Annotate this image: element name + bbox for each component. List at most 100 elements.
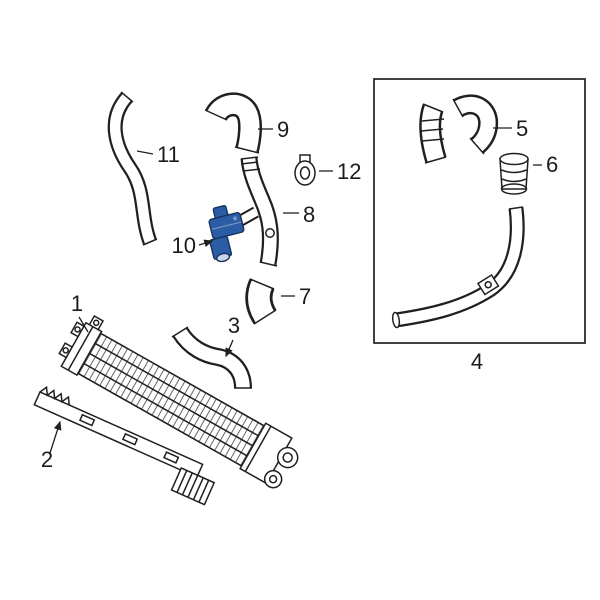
hose-end-cap [204, 109, 228, 121]
hose-end-cap [422, 103, 444, 113]
outlet-hole [282, 452, 293, 463]
sensor-detail-line [211, 221, 242, 230]
guide-slot [78, 413, 96, 427]
part-5-hose [452, 94, 499, 155]
tube-end-cap [508, 206, 524, 210]
part-10-sensor [208, 205, 245, 263]
leader-line [225, 339, 234, 358]
callout-label: 1 [71, 291, 83, 316]
callout-3: 3 [225, 313, 240, 358]
right-tank-line [244, 425, 272, 472]
callout-11: 11 [136, 142, 180, 167]
bracket-fin [181, 472, 193, 496]
callout-label: 11 [157, 142, 180, 167]
callout-label: 10 [172, 233, 196, 258]
callout-label: 6 [546, 152, 558, 177]
sensor-opening [215, 252, 231, 263]
hose-ridge [421, 118, 445, 122]
part-12-clamp [294, 154, 316, 186]
part-6-fitting [499, 152, 529, 195]
bracket-fin [176, 470, 188, 493]
callout-label: 4 [471, 349, 483, 374]
callout-1: 1 [71, 291, 89, 333]
core-tube-line [94, 342, 259, 437]
part-7-hose [245, 278, 277, 325]
callout-9: 9 [258, 117, 289, 142]
fitting-bottom-flange [500, 183, 528, 195]
bracket-fin [187, 475, 199, 498]
core-tube-line [88, 352, 254, 447]
tube-bolt-hole [265, 228, 275, 238]
bracket-fin [198, 479, 210, 503]
callout-label: 12 [337, 159, 361, 184]
hose-end-cap [171, 326, 189, 338]
guide-slot [163, 451, 180, 464]
fitting-ridge [501, 178, 527, 183]
hose-inner [421, 105, 445, 163]
tube-end-cap [259, 261, 278, 267]
outlet-flange [276, 446, 299, 469]
sensor-port-stub-inner [238, 208, 258, 225]
leader-line [49, 420, 62, 454]
tube-bracket [476, 273, 500, 296]
hose-inner [174, 328, 250, 389]
tube-ridge [240, 161, 259, 165]
callout-label: 5 [516, 116, 528, 141]
part-11-hose [107, 91, 158, 246]
bracket-hole [484, 280, 492, 289]
hose-end-cap [249, 278, 275, 290]
part-2-air-guide [33, 385, 216, 506]
hose-end-cap [142, 238, 158, 246]
hose-end-cap [452, 98, 464, 118]
serrated-edge [39, 385, 70, 406]
tube-inner [242, 157, 277, 266]
outlet-flange [263, 469, 283, 489]
hose-ridge [421, 138, 445, 142]
callout-8: 8 [283, 202, 315, 227]
callout-6: 6 [533, 152, 558, 177]
bracket-fin [192, 477, 204, 501]
hose-end-cap [424, 156, 447, 164]
hose-inner [207, 95, 260, 153]
leader-line [78, 316, 89, 333]
upper-bracket-hole [92, 319, 100, 327]
part-3-hose [171, 326, 252, 389]
hose-end-cap [469, 137, 485, 155]
callout-label: 8 [303, 202, 315, 227]
callout-label: 3 [228, 313, 240, 338]
corrugated-hose [419, 103, 447, 164]
part-8-tube [237, 156, 279, 267]
callout-2: 2 [41, 420, 62, 472]
callout-label: 9 [277, 117, 289, 142]
bracket-plate [476, 273, 500, 296]
callout-10: 10 [172, 233, 214, 258]
part-1-intercooler [58, 314, 299, 489]
left-tank-line [67, 326, 94, 371]
outlet-hole [268, 474, 278, 484]
hose-inner [454, 97, 496, 152]
mount-hole [62, 347, 69, 354]
mount-hole [74, 326, 81, 333]
part-4-assembly [373, 78, 586, 344]
leader-line [198, 239, 214, 248]
guide-slot [121, 432, 139, 446]
leader-line [136, 150, 154, 155]
tube-open-end [391, 311, 401, 329]
fitting-ridge [501, 169, 527, 174]
hose-end-cap [253, 309, 277, 325]
core-tube-line [83, 362, 248, 457]
tube-end-cap [240, 156, 259, 160]
callout-5: 5 [493, 116, 528, 141]
callout-4: 4 [471, 349, 483, 374]
hose-ridge [420, 128, 444, 132]
callout-12: 12 [319, 159, 361, 184]
hose-inner [109, 93, 155, 244]
sensor-detail-dot [232, 216, 237, 221]
hose-end-cap [120, 91, 134, 103]
hose-end-cap [234, 146, 260, 154]
hose-inner [248, 279, 275, 323]
callout-label: 7 [299, 284, 311, 309]
callout-7: 7 [281, 284, 311, 309]
